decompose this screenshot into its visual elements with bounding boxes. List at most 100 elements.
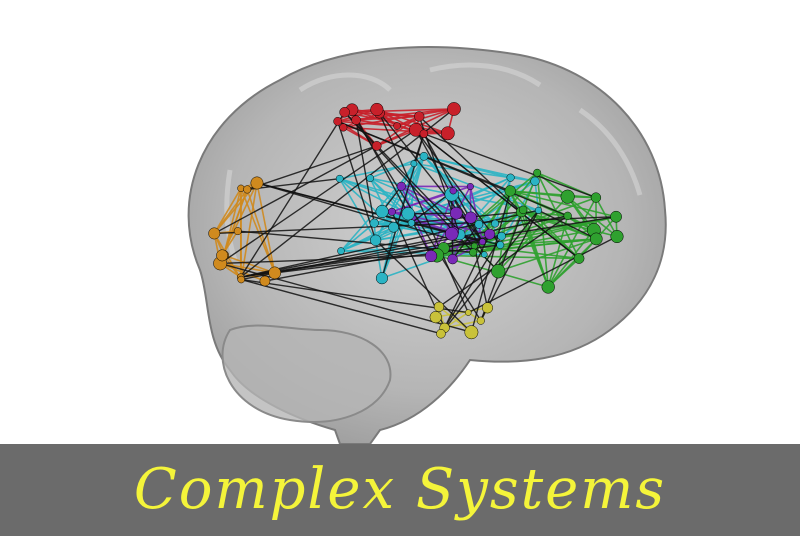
cyan-node — [419, 151, 429, 161]
inter-cluster-edge — [337, 121, 377, 241]
cyan-node — [407, 219, 416, 227]
inter-cluster-edge — [337, 120, 568, 217]
green-edge — [443, 238, 597, 249]
purple-node — [484, 228, 496, 240]
orange-edge — [256, 182, 276, 274]
green-edge — [498, 238, 597, 273]
green-node — [590, 192, 602, 203]
inter-cluster-edge — [473, 245, 489, 308]
red-edge — [342, 126, 378, 147]
inter-cluster-edge — [240, 111, 346, 278]
cyan-edge — [413, 162, 539, 212]
yellow-node — [433, 301, 445, 313]
purple-node — [466, 183, 474, 191]
green-edge — [510, 190, 617, 218]
red-node — [370, 102, 384, 117]
green-edge — [497, 211, 523, 272]
cyan-edge — [339, 178, 395, 228]
green-node — [610, 229, 624, 244]
cyan-node — [388, 221, 399, 233]
orange-edge — [213, 187, 242, 234]
cyan-edge — [369, 177, 395, 228]
purple-node — [478, 238, 486, 246]
inter-cluster-edge — [470, 190, 511, 333]
inter-cluster-edge — [247, 178, 340, 191]
inter-cluster-edge — [240, 108, 455, 278]
cyan-node — [534, 206, 543, 214]
cyan-node — [497, 231, 506, 241]
red-node — [371, 141, 382, 151]
purple-node — [449, 187, 457, 195]
inter-cluster-edge — [246, 145, 377, 191]
green-node — [560, 189, 575, 204]
inter-cluster-edge — [538, 209, 597, 240]
green-node — [589, 232, 603, 246]
cyan-node — [481, 251, 488, 258]
inter-cluster-edge — [440, 209, 540, 335]
red-node — [339, 123, 348, 132]
red-edge — [396, 108, 455, 127]
purple-node — [447, 253, 458, 265]
inter-cluster-edge — [423, 133, 597, 199]
inter-cluster-edge — [355, 119, 482, 322]
cyan-edge — [534, 181, 540, 211]
red-node — [414, 111, 425, 122]
yellow-node — [481, 302, 494, 314]
yellow-edge — [435, 307, 488, 318]
red-node — [333, 117, 343, 126]
green-node — [504, 185, 516, 197]
cyan-node — [474, 220, 484, 229]
cyan-node — [369, 234, 382, 246]
orange-edge — [240, 182, 258, 280]
inter-cluster-edge — [418, 115, 522, 213]
red-node — [351, 115, 361, 125]
purple-node — [444, 227, 459, 241]
inter-cluster-edge — [381, 133, 425, 279]
orange-node — [268, 266, 282, 280]
orange-node — [233, 227, 242, 236]
green-edge — [436, 254, 580, 260]
inter-cluster-edge — [219, 262, 472, 333]
inter-cluster-edge — [240, 209, 539, 278]
red-node — [339, 106, 350, 118]
orange-node — [250, 176, 264, 190]
caption-title: Complex Systems — [133, 457, 667, 522]
inter-cluster-edge — [415, 129, 580, 260]
green-edge — [510, 190, 568, 198]
inter-cluster-edge — [241, 278, 469, 314]
inter-cluster-edge — [480, 210, 540, 322]
cyan-edge — [340, 222, 375, 252]
orange-node — [216, 249, 229, 262]
cyan-node — [530, 176, 540, 186]
green-node — [563, 211, 572, 220]
yellow-node — [465, 309, 472, 316]
red-node — [440, 126, 455, 141]
green-node — [610, 210, 622, 223]
cyan-node — [401, 207, 415, 221]
inter-cluster-edge — [413, 133, 425, 164]
cyan-node — [369, 218, 379, 228]
inter-cluster-edge — [440, 235, 503, 335]
inter-cluster-edge — [220, 254, 437, 265]
inter-cluster-edge — [467, 235, 618, 314]
cyan-node — [366, 174, 375, 183]
yellow-node — [464, 325, 479, 340]
cyan-node — [410, 160, 418, 167]
inter-cluster-edge — [264, 235, 502, 282]
inter-cluster-edge — [452, 223, 480, 260]
orange-edge — [240, 188, 276, 274]
red-edge — [344, 108, 454, 114]
purple-node — [464, 211, 477, 224]
orange-node — [237, 275, 245, 284]
brain-network-figure — [187, 46, 667, 444]
purple-node — [387, 207, 396, 216]
inter-cluster-edge — [241, 278, 442, 335]
green-node — [573, 253, 585, 264]
purple-node — [396, 181, 406, 191]
orange-node — [208, 227, 221, 240]
green-node — [533, 168, 542, 177]
red-node — [393, 122, 401, 130]
network-nodes — [208, 102, 624, 340]
cyan-node — [491, 219, 500, 228]
green-node — [470, 242, 478, 250]
